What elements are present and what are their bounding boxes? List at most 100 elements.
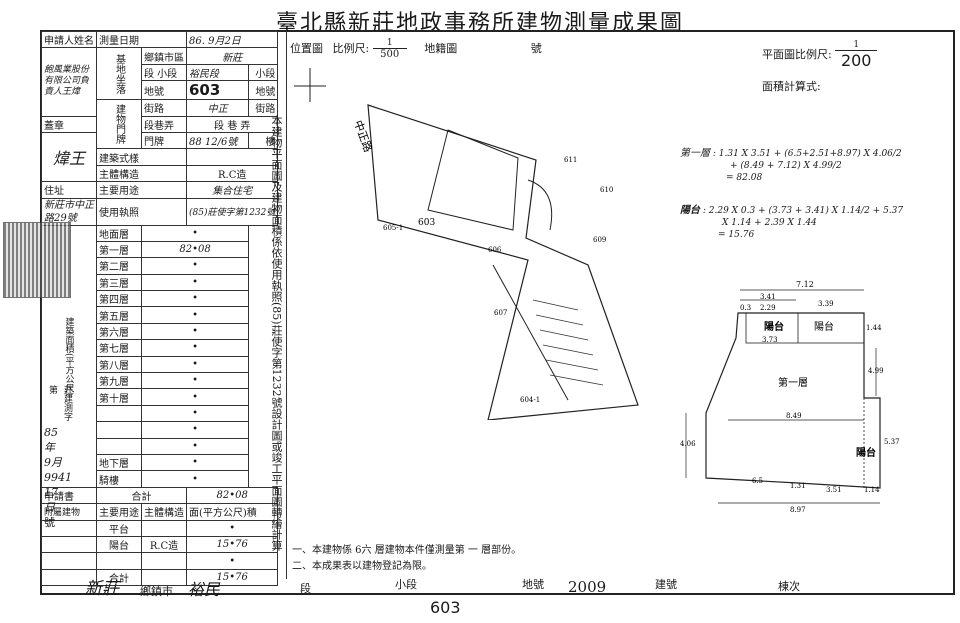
note-1: 一、本建物係 6六 層建物本件僅測量第 一 層部份。 [292,545,522,556]
floor-name: 地下層 [96,453,142,472]
room-balcony-3: 陽台 [856,446,876,459]
dim-114: 1.14 [864,486,880,494]
dim-144: 1.44 [866,324,882,332]
township-value: 新莊 [185,47,279,65]
bottom-unit-label: 棟次 [778,580,800,593]
balcony-formula-2: X 1.14 + 2.39 X 1.44 [722,218,817,228]
calc-label: 面積計算式: [762,80,821,93]
dim-712: 7.12 [796,280,814,289]
dim-131: 1.31 [790,482,806,490]
dim-351: 3.51 [826,486,842,494]
section-value: 裕民段 [185,63,250,82]
address-label: 住址 [41,181,97,199]
floor-name: 第五層 [96,306,142,324]
subsection-suffix: 小段 [248,63,279,82]
dim-341: 3.41 [760,293,776,301]
floor-area: • [140,306,250,324]
lot-607: 607 [494,309,507,317]
floor-area: • [140,470,250,488]
request-month: 9月 [44,456,62,469]
annex-spacer [41,552,97,570]
map-scale-num: 1 [372,38,407,49]
map-scale-den: 500 [380,49,400,60]
applicant-name: 飽風業股份有限公司負責人王煒 [44,65,90,98]
license-value: (85)莊使字第1232號 [185,197,279,226]
floor-area: • [140,437,250,455]
dim-499: 4.99 [868,367,884,375]
vertical-note: 本建物平面圖及建物面積係依使用執照(85)莊使字第1232號設計圖或竣工平面圖轉… [270,115,283,551]
annex-use: 平台 [96,519,142,537]
bottom-township-label: 鄉鎮市 [140,585,173,598]
map-lot-label: 603 [418,218,435,228]
floor-area: • [140,339,250,357]
dim-373: 3.73 [762,336,778,344]
balcony-box [745,312,865,344]
total-value: 82•08 [185,486,279,505]
red-seal-stamp [3,222,71,298]
floor-name: 第二層 [96,257,142,275]
request-hao: 號 [44,516,55,529]
license-label: 使用執照 [96,197,187,226]
floor-plan: 7.12 3.41 0.3 2.29 3.39 1.44 3.73 4.99 8… [680,280,900,514]
base-label: 基地坐落 [96,47,142,101]
seal-label: 蓋章 [41,115,97,133]
floor-area: • [140,290,250,308]
floor-area: • [140,421,250,439]
floor-row: 第九層• [42,372,278,390]
floor-name: 第十層 [96,388,142,406]
bottom-lot-value: 603 [430,598,461,617]
applicant-value: 飽風業股份有限公司負責人王煒 [41,47,97,117]
annex-use: 陽台 [96,535,142,554]
request-day: 17日 [44,486,58,514]
floor-name: 第九層 [96,372,142,390]
annex-struct [141,552,187,570]
dim-03: 0.3 [740,304,751,312]
plan-scale-num: 1 [835,40,878,51]
floor1-formula-2: + (8.49 + 7.12) X 4.99/2 [730,161,842,171]
floor-name: 第三層 [96,273,142,292]
annex-row: 平台• [41,519,279,537]
floor-name [96,421,142,439]
survey-form-table: 申請人姓名 測量日期 86. 9月2日 飽風業股份有限公司負責人王煒 基地坐落 … [41,30,279,587]
bottom-bldg-no-label: 建號 [655,578,677,591]
lot-609: 609 [593,236,606,244]
annex-row: • [41,552,279,570]
applicant-label: 申請人姓名 [41,30,97,49]
style-label: 建築式樣 [96,148,187,166]
map-scale-label: 比例尺: [332,42,370,55]
bottom-subsection-label: 小段 [395,578,417,591]
floor-outline [705,312,881,489]
annex-area: 15•76 [185,568,279,587]
street-suffix: 街路 [248,99,279,117]
floor-area: • [140,273,250,292]
column-divider [286,31,287,579]
annex-spacer [41,535,97,554]
address-value: 新莊市中正路29號 [41,197,97,226]
location-map-header: 位置圖 比例尺: 1 500 地籍圖 號 [290,38,620,60]
bottom-lot-label: 地號 [522,578,544,591]
floor-area: • [140,404,250,423]
use-label: 主要用途 [96,181,187,199]
lot-603-parcel [367,104,639,420]
seal-value: 煒王 [41,131,97,183]
floor1-formula-label: 第一層 [680,148,710,159]
request-year: 85年 [44,426,58,454]
map-scale-fraction: 1 500 [372,38,407,60]
survey-date-label: 測量日期 [96,30,187,49]
lot-label: 地號 [141,80,187,101]
dim-65: 6.5 [752,477,763,485]
annex-use [96,552,142,570]
bottom-section-label: 段 [300,582,311,595]
structure-label: 主體構造 [96,164,187,183]
annex-area: • [185,552,279,570]
floor-area: • [140,355,250,374]
street-value: 中正 [185,99,250,117]
annex-struct-label: 主體構造 [141,503,187,521]
lane-label: 段巷弄 [141,115,187,133]
lot-605-1: 605-1 [383,224,403,232]
floor-row: 地下層• [42,453,278,472]
location-map: 中正路 603 611 610 609 606 607 605-1 604-1 [294,68,639,420]
lot-606: 606 [488,246,502,254]
